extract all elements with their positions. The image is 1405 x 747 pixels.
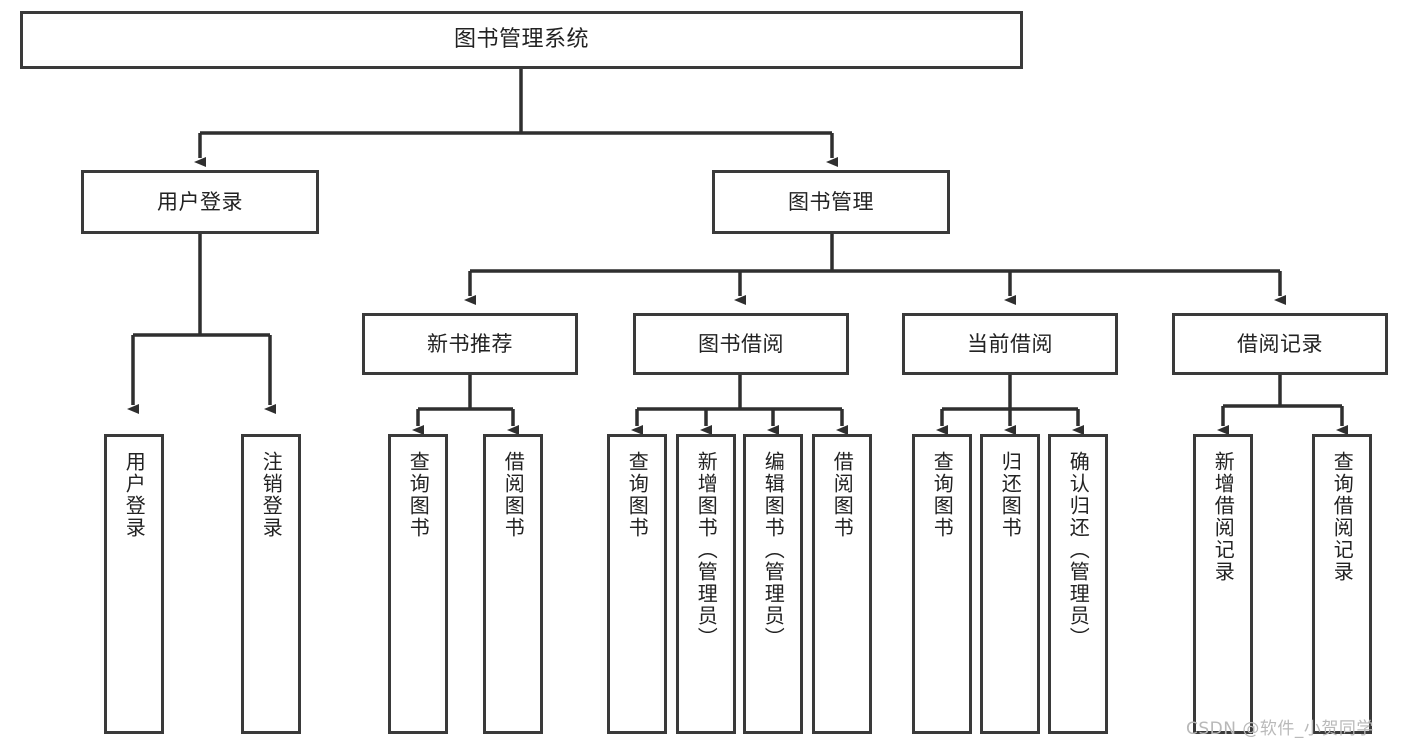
csdn-watermark: CSDN @软件_小贺同学 (1186, 719, 1374, 739)
node-leaf-query-book-3-label: 查询图书 (930, 451, 955, 539)
node-leaf-add-record[interactable]: 新增借阅记录 (1193, 434, 1253, 734)
node-leaf-add-record-label: 新增借阅记录 (1211, 451, 1236, 583)
node-leaf-return-book-label: 归还图书 (998, 451, 1023, 539)
node-leaf-query-book-1[interactable]: 查询图书 (388, 434, 448, 734)
node-user-login-label: 用户登录 (157, 189, 243, 214)
node-leaf-edit-book[interactable]: 编辑图书（管理员） (743, 434, 803, 734)
node-leaf-borrow-book-2[interactable]: 借阅图书 (812, 434, 872, 734)
node-leaf-query-book-3[interactable]: 查询图书 (912, 434, 972, 734)
node-root[interactable]: 图书管理系统 (20, 11, 1023, 69)
node-current-borrow-label: 当前借阅 (967, 331, 1053, 356)
node-leaf-edit-book-label: 编辑图书（管理员） (761, 451, 786, 649)
node-leaf-add-book-label: 新增图书（管理员） (694, 451, 719, 649)
node-borrow-record[interactable]: 借阅记录 (1172, 313, 1388, 375)
node-leaf-confirm-return-label: 确认归还（管理员） (1066, 451, 1091, 649)
node-book-borrow[interactable]: 图书借阅 (633, 313, 849, 375)
node-new-book-recommend[interactable]: 新书推荐 (362, 313, 578, 375)
node-leaf-borrow-book-2-label: 借阅图书 (830, 451, 855, 539)
node-leaf-add-book[interactable]: 新增图书（管理员） (676, 434, 736, 734)
node-leaf-borrow-book-1[interactable]: 借阅图书 (483, 434, 543, 734)
node-leaf-query-book-2-label: 查询图书 (625, 451, 650, 539)
node-leaf-query-book-2[interactable]: 查询图书 (607, 434, 667, 734)
node-leaf-borrow-book-1-label: 借阅图书 (501, 451, 526, 539)
node-new-book-recommend-label: 新书推荐 (427, 331, 513, 356)
node-book-manage-label: 图书管理 (788, 189, 874, 214)
node-leaf-confirm-return[interactable]: 确认归还（管理员） (1048, 434, 1108, 734)
node-book-manage[interactable]: 图书管理 (712, 170, 950, 234)
node-leaf-logout-login[interactable]: 注销登录 (241, 434, 301, 734)
node-leaf-user-login-label: 用户登录 (122, 451, 147, 539)
node-borrow-record-label: 借阅记录 (1237, 331, 1323, 356)
node-root-label: 图书管理系统 (453, 27, 589, 53)
node-leaf-query-book-1-label: 查询图书 (406, 451, 431, 539)
node-leaf-user-login[interactable]: 用户登录 (104, 434, 164, 734)
node-leaf-return-book[interactable]: 归还图书 (980, 434, 1040, 734)
node-leaf-query-record[interactable]: 查询借阅记录 (1312, 434, 1372, 734)
node-leaf-logout-login-label: 注销登录 (259, 451, 284, 539)
node-user-login[interactable]: 用户登录 (81, 170, 319, 234)
node-current-borrow[interactable]: 当前借阅 (902, 313, 1118, 375)
node-book-borrow-label: 图书借阅 (698, 331, 784, 356)
node-leaf-query-record-label: 查询借阅记录 (1330, 451, 1355, 583)
